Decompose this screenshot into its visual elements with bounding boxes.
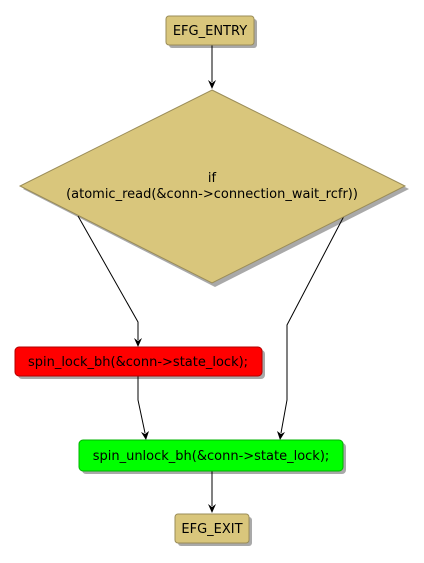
exit-node-label: EFG_EXIT bbox=[181, 522, 242, 537]
edge-decision-to-unlock-arrow bbox=[277, 431, 285, 440]
decision-node[interactable]: if (atomic_read(&conn->connection_wait_r… bbox=[18, 89, 407, 284]
edge-unlock-to-exit-arrow bbox=[208, 504, 216, 513]
entry-node[interactable]: EFG_ENTRY bbox=[165, 15, 255, 46]
unlock-node-label: spin_unlock_bh(&conn->state_lock); bbox=[93, 449, 330, 464]
edge-decision-to-lock-arrow bbox=[134, 338, 142, 347]
edge-lock-to-unlock-arrow bbox=[141, 431, 149, 440]
entry-node-label: EFG_ENTRY bbox=[173, 24, 247, 39]
edge-lock-to-unlock bbox=[137, 376, 146, 434]
entry-node-box bbox=[165, 15, 255, 46]
decision-node-keyword: if bbox=[208, 171, 217, 186]
edge-decision-to-lock bbox=[77, 215, 139, 340]
exit-node[interactable]: EFG_EXIT bbox=[174, 513, 250, 544]
decision-node-condition: (atomic_read(&conn->connection_wait_rcfr… bbox=[66, 187, 358, 202]
edge-entry-to-decision-arrow bbox=[208, 80, 216, 89]
exit-node-box bbox=[174, 513, 250, 544]
lock-node[interactable]: spin_lock_bh(&conn->state_lock); bbox=[14, 346, 263, 377]
lock-node-label: spin_lock_bh(&conn->state_lock); bbox=[28, 355, 248, 370]
lock-node-box bbox=[14, 346, 263, 377]
unlock-node[interactable]: spin_unlock_bh(&conn->state_lock); bbox=[78, 439, 344, 472]
unlock-node-box bbox=[78, 439, 344, 472]
decision-node-diamond bbox=[18, 89, 407, 284]
edge-decision-to-unlock bbox=[280, 215, 345, 434]
